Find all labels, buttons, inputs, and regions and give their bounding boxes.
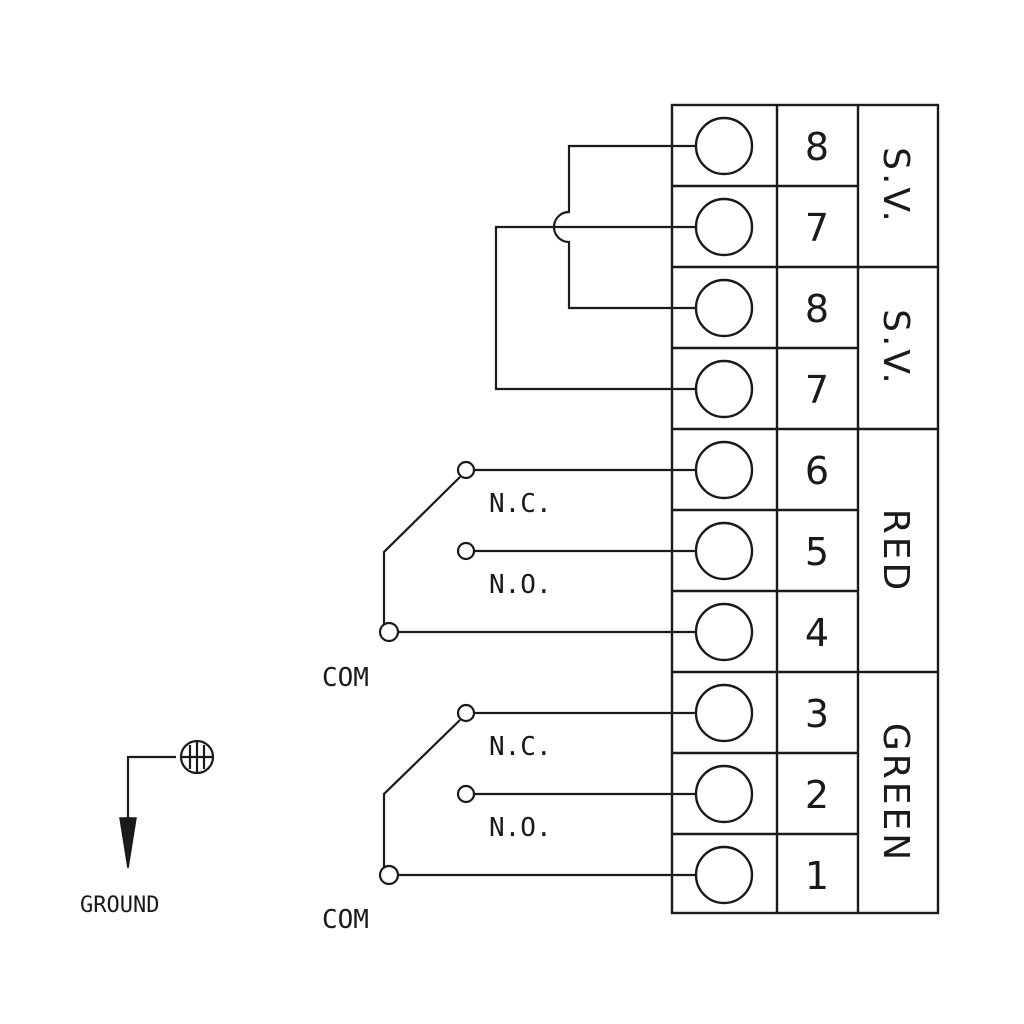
terminal-screw-icon[interactable] <box>694 764 754 824</box>
terminal-screw-icon[interactable] <box>694 521 754 581</box>
terminal-block <box>670 103 940 915</box>
contact-com-icon <box>378 864 400 886</box>
terminal-number: 8 <box>805 125 829 169</box>
relay-red: N.C. N.O. COM <box>322 460 696 693</box>
terminal-screw-icon[interactable] <box>694 116 754 176</box>
terminal-number: 6 <box>805 449 829 493</box>
ground-symbol: GROUND <box>80 739 215 918</box>
group-label-red: RED <box>875 509 916 593</box>
terminal-screw-icon[interactable] <box>694 359 754 419</box>
terminal-number: 1 <box>805 854 829 898</box>
terminal-screw-icon[interactable] <box>694 602 754 662</box>
terminal-screw-icon[interactable] <box>694 197 754 257</box>
terminal-number: 5 <box>805 530 829 574</box>
com-label: COM <box>322 905 369 935</box>
group-label-green: GREEN <box>875 723 916 863</box>
com-label: COM <box>322 663 369 693</box>
terminal-number: 7 <box>805 206 829 250</box>
contact-no-icon <box>456 784 476 804</box>
terminal-screw-icon[interactable] <box>694 683 754 743</box>
ground-label: GROUND <box>80 893 159 918</box>
no-label: N.O. <box>489 570 552 600</box>
terminal-number: 3 <box>805 692 829 736</box>
group-labels: S.V. S.V. RED GREEN <box>875 147 916 863</box>
terminal-screw-icon[interactable] <box>694 440 754 500</box>
terminal-number: 2 <box>805 773 829 817</box>
terminal-number: 7 <box>805 368 829 412</box>
group-label-sv-1: S.V. <box>875 147 916 225</box>
contact-com-icon <box>378 621 400 643</box>
switch-arm <box>382 476 461 624</box>
terminal-screw-icon[interactable] <box>694 845 754 905</box>
switch-arm <box>382 719 461 867</box>
nc-label: N.C. <box>489 489 552 519</box>
relay-green: N.C. N.O. COM <box>322 703 696 935</box>
contact-nc-icon <box>456 703 476 723</box>
contact-nc-icon <box>456 460 476 480</box>
row-dividers <box>672 184 938 836</box>
sv-crossover-wiring <box>494 144 696 391</box>
terminal-number: 8 <box>805 287 829 331</box>
contact-no-icon <box>456 541 476 561</box>
terminal-screws <box>694 116 754 905</box>
nc-label: N.C. <box>489 732 552 762</box>
group-label-sv-2: S.V. <box>875 309 916 387</box>
wire-7-to-7 <box>494 225 696 391</box>
arrow-down-icon <box>119 817 137 869</box>
ground-wire <box>126 755 176 820</box>
no-label: N.O. <box>489 813 552 843</box>
terminal-numbers: 8 7 8 7 6 5 4 3 2 1 <box>805 125 829 898</box>
terminal-screw-icon[interactable] <box>694 278 754 338</box>
terminal-number: 4 <box>805 611 829 655</box>
